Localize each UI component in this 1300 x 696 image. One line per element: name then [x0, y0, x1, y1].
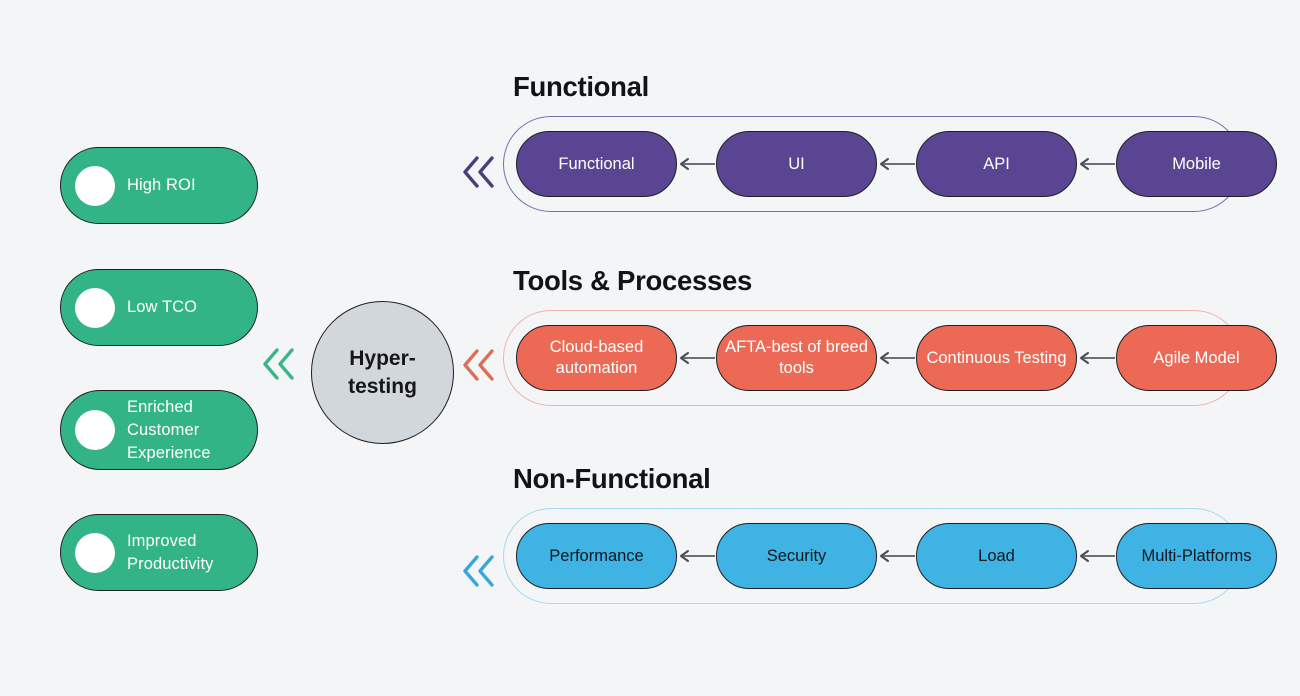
node-row-non-functional: Performance Security Load Multi-Platform…	[516, 523, 1277, 589]
benefit-label: Low TCO	[127, 298, 198, 316]
node-row-tools-processes: Cloud-based automation AFTA-best of bree…	[516, 325, 1277, 391]
hub-node-hyper-testing[interactable]: Hyper- testing	[311, 301, 454, 444]
double-chevron-left-icon-tools	[462, 345, 496, 385]
group-non-functional: Non-Functional Performance Security Load…	[503, 462, 1277, 604]
connector-arrow-left	[1077, 348, 1116, 368]
double-chevron-left-icon-benefits	[262, 344, 296, 384]
bullet-dot-icon	[75, 410, 115, 450]
group-title-non-functional: Non-Functional	[513, 463, 711, 494]
node-nonfunctional-1[interactable]: Security	[716, 523, 877, 589]
connector-arrow-left	[677, 348, 716, 368]
group-tools-processes: Tools & Processes Cloud-based automation…	[503, 264, 1277, 406]
benefit-pill-enriched-customer-experience[interactable]: Enriched Customer Experience	[60, 390, 258, 470]
node-nonfunctional-0[interactable]: Performance	[516, 523, 677, 589]
benefit-pill-improved-productivity[interactable]: Improved Productivity	[60, 514, 258, 591]
connector-arrow-left	[677, 154, 716, 174]
double-chevron-left-icon-nonfunctional	[462, 551, 496, 591]
bullet-dot-icon	[75, 532, 115, 573]
group-container-non-functional: Performance Security Load Multi-Platform…	[503, 508, 1277, 604]
bullet-dot-icon	[75, 287, 115, 328]
group-title-tools-processes: Tools & Processes	[513, 265, 752, 296]
group-container-functional: Functional UI API Mobile	[503, 116, 1277, 212]
node-nonfunctional-2[interactable]: Load	[916, 523, 1077, 589]
bullet-dot-icon	[75, 165, 115, 206]
node-functional-0[interactable]: Functional	[516, 131, 677, 197]
connector-arrow-left	[877, 348, 916, 368]
node-functional-3[interactable]: Mobile	[1116, 131, 1277, 197]
hub-label-line-2: testing	[348, 374, 417, 398]
benefit-label: Enriched Customer Experience	[127, 397, 211, 462]
connector-arrow-left	[677, 546, 716, 566]
connector-arrow-left	[1077, 154, 1116, 174]
node-tools-2[interactable]: Continuous Testing	[916, 325, 1077, 391]
connector-arrow-left	[1077, 546, 1116, 566]
hub-label: Hyper- testing	[348, 345, 417, 401]
node-functional-1[interactable]: UI	[716, 131, 877, 197]
hub-label-line-1: Hyper-	[349, 346, 416, 370]
double-chevron-left-icon-functional	[462, 152, 496, 192]
group-container-tools-processes: Cloud-based automation AFTA-best of bree…	[503, 310, 1277, 406]
node-functional-2[interactable]: API	[916, 131, 1077, 197]
connector-arrow-left	[877, 546, 916, 566]
node-row-functional: Functional UI API Mobile	[516, 131, 1277, 197]
group-title-functional: Functional	[513, 71, 650, 102]
benefit-label: Improved Productivity	[127, 531, 214, 573]
benefit-pill-high-roi[interactable]: High ROI	[60, 147, 258, 224]
benefit-pill-low-tco[interactable]: Low TCO	[60, 269, 258, 346]
node-nonfunctional-3[interactable]: Multi-Platforms	[1116, 523, 1277, 589]
node-tools-0[interactable]: Cloud-based automation	[516, 325, 677, 391]
connector-arrow-left	[877, 154, 916, 174]
node-tools-1[interactable]: AFTA-best of breed tools	[716, 325, 877, 391]
benefit-label: High ROI	[127, 176, 196, 194]
group-functional: Functional Functional UI API Mobile	[503, 70, 1277, 212]
node-tools-3[interactable]: Agile Model	[1116, 325, 1277, 391]
